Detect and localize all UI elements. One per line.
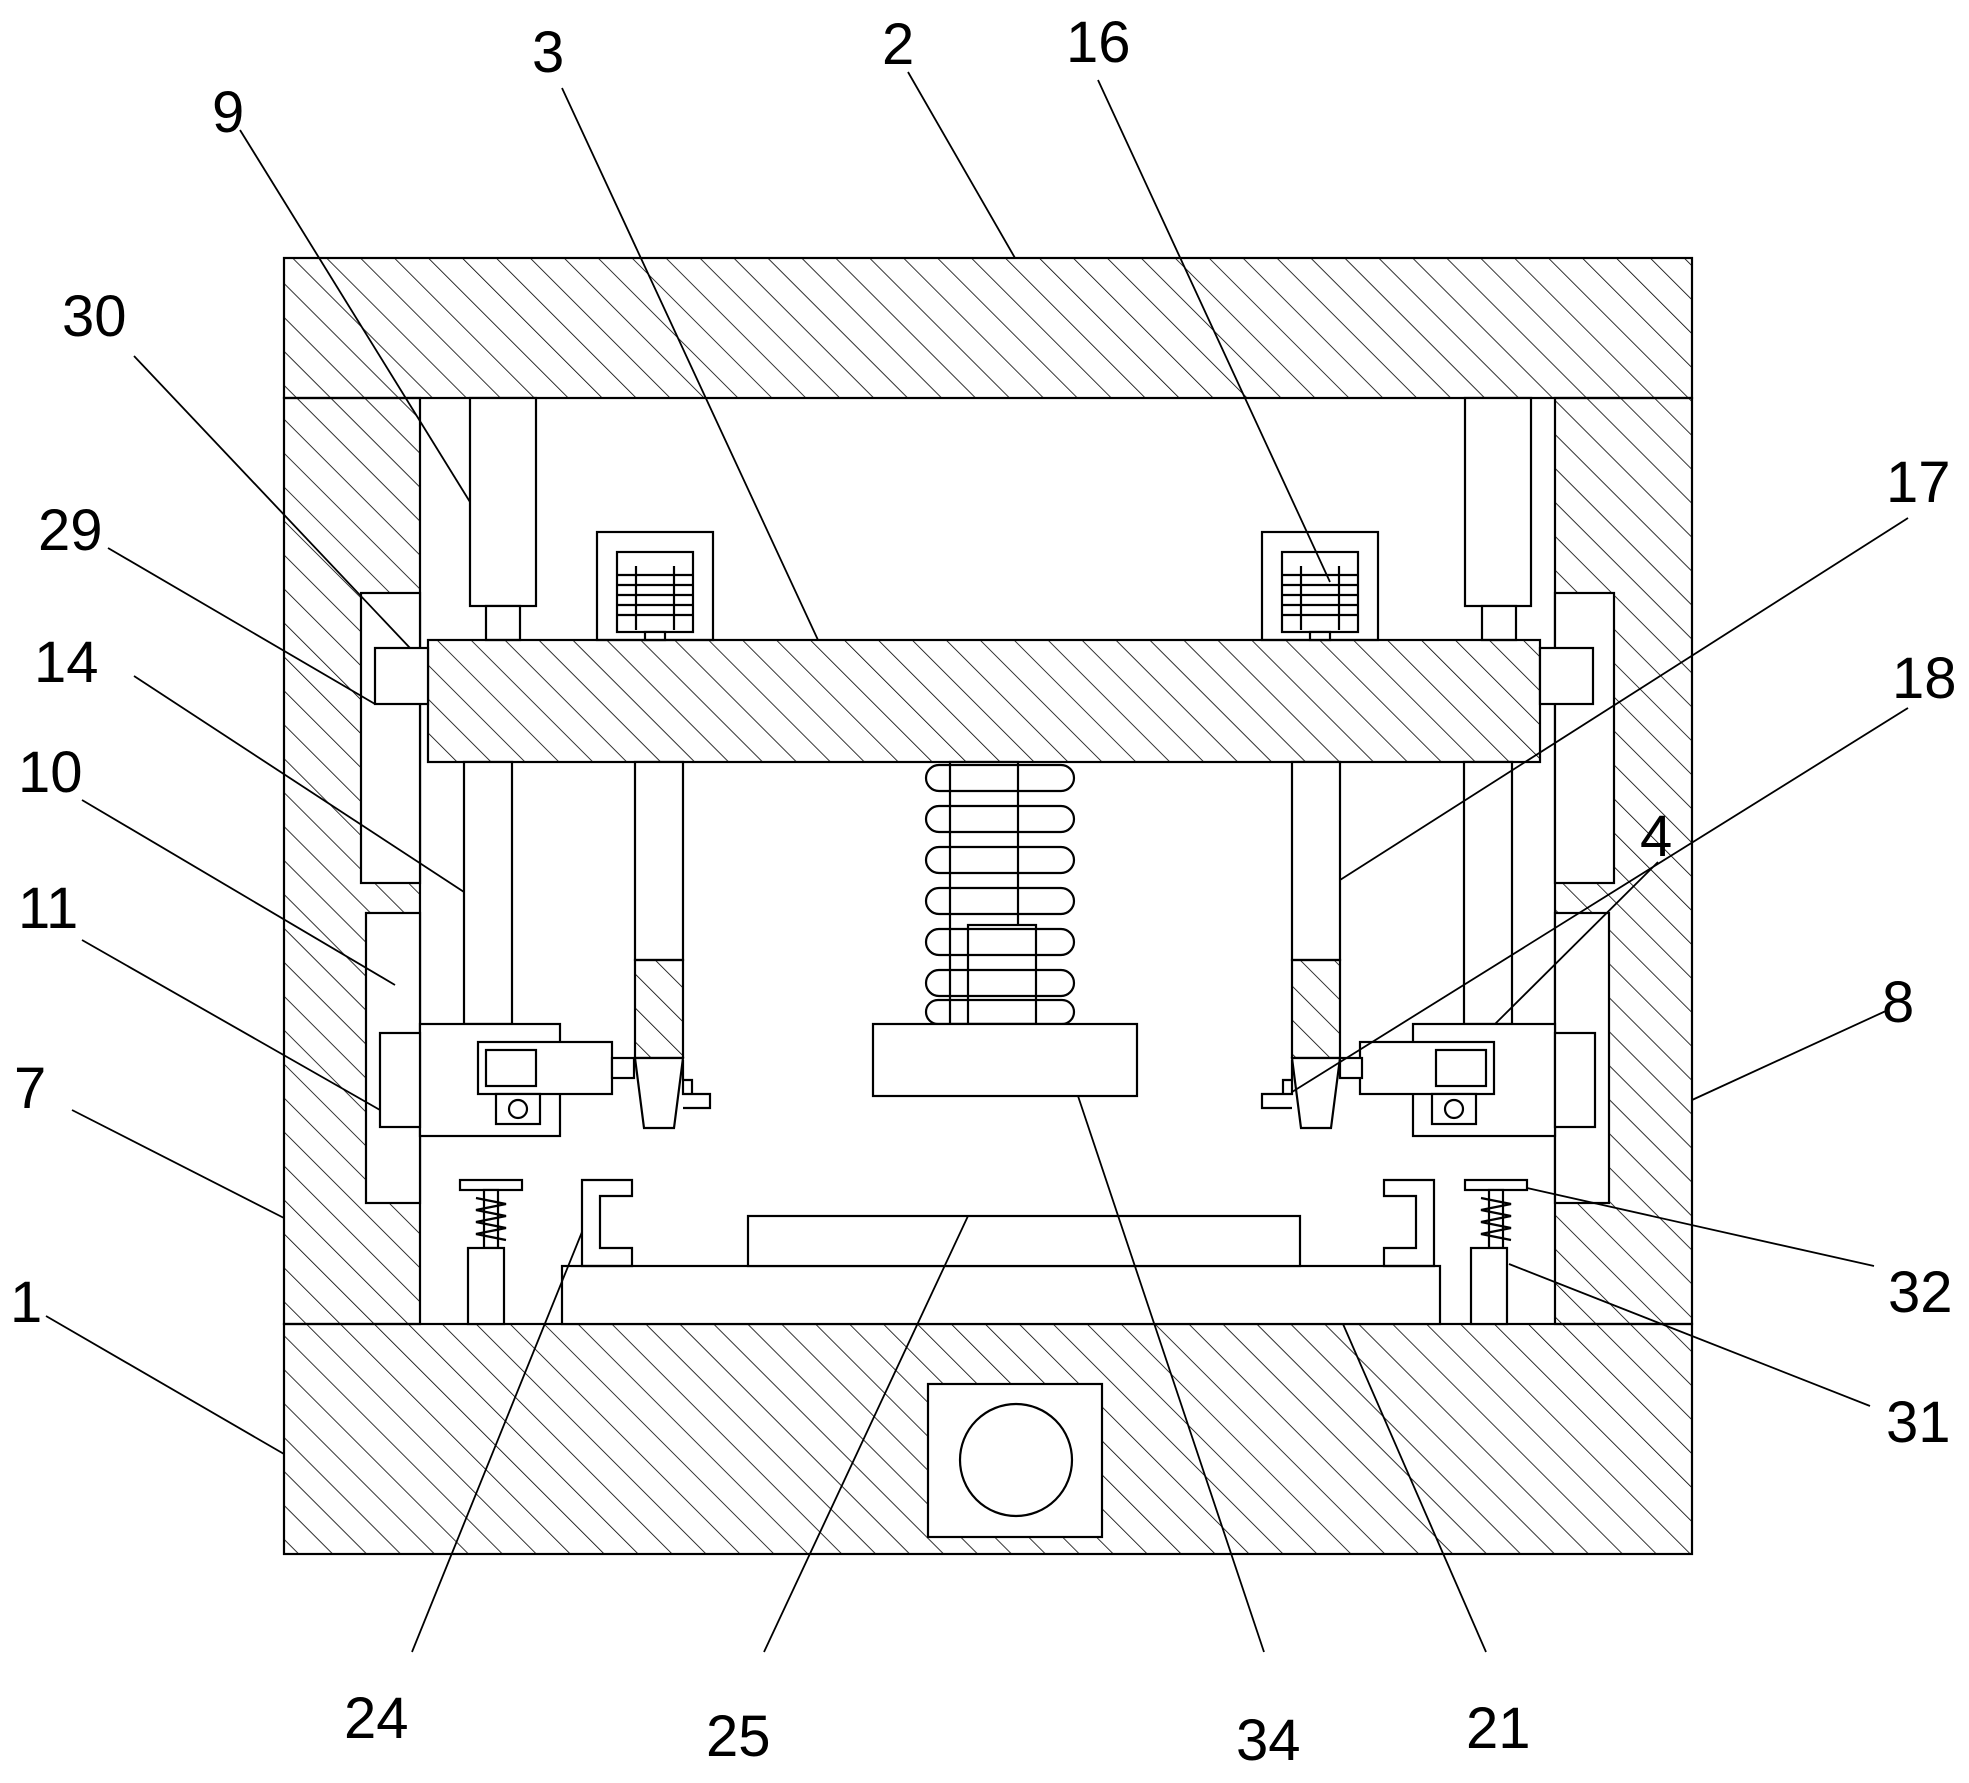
left-clamp-hook	[681, 1060, 712, 1110]
right-slot-upper	[1553, 591, 1616, 885]
label-10: 10	[18, 740, 83, 805]
label-3: 3	[532, 20, 564, 85]
right-cylinder-body	[1463, 396, 1533, 608]
right-pin-guide	[1469, 1246, 1509, 1326]
right-motor-shaft	[1308, 630, 1332, 642]
left-stop-bracket	[580, 1178, 634, 1268]
label-29: 29	[38, 498, 103, 563]
label-32: 32	[1888, 1260, 1953, 1325]
label-30: 30	[62, 284, 127, 349]
right-pin-spring	[1480, 1196, 1512, 1242]
left-cylinder-body	[468, 396, 538, 608]
right-clamp-side	[1553, 1031, 1597, 1129]
label-34: 34	[1236, 1708, 1301, 1773]
right-slider-block	[1538, 646, 1595, 706]
lower-mold-plate	[560, 1264, 1442, 1326]
left-punch-tip	[633, 958, 685, 1060]
label-21: 21	[1466, 1696, 1531, 1761]
right-clamp-wheel	[1443, 1098, 1465, 1120]
label-31: 31	[1886, 1390, 1951, 1455]
right-punch-rod	[1290, 760, 1342, 962]
right-clamp-shaft	[1338, 1056, 1364, 1080]
left-guide-rod	[462, 760, 514, 1026]
left-motor-coil	[617, 566, 693, 630]
left-clamp-motor-inner	[484, 1048, 538, 1088]
right-motor-core	[1280, 550, 1360, 634]
left-cylinder-rod	[484, 604, 522, 642]
right-stop-bracket	[1382, 1178, 1436, 1268]
right-pin-head	[1463, 1178, 1529, 1192]
left-clamp-shaft	[610, 1056, 636, 1080]
label-16: 16	[1066, 10, 1131, 75]
right-clamp-hook	[1260, 1060, 1294, 1110]
label-14: 14	[34, 630, 99, 695]
label-24: 24	[344, 1686, 409, 1751]
right-clamp-motor-inner	[1434, 1048, 1488, 1088]
label-1: 1	[10, 1270, 42, 1335]
label-8: 8	[1882, 970, 1914, 1035]
label-17: 17	[1886, 450, 1951, 515]
label-25: 25	[706, 1704, 771, 1769]
leader-lines	[45, 71, 1909, 1653]
pressing-block	[871, 1022, 1139, 1098]
right-punch-point	[1290, 1056, 1342, 1130]
left-pin-spring	[475, 1196, 507, 1242]
label-9: 9	[212, 80, 244, 145]
right-cylinder-rod	[1480, 604, 1518, 642]
top-plate	[282, 256, 1694, 400]
label-18: 18	[1892, 646, 1957, 711]
left-punch-point	[633, 1056, 685, 1130]
right-guide-rod	[1462, 760, 1514, 1026]
right-motor-coil	[1282, 566, 1358, 630]
left-pin-guide	[466, 1246, 506, 1326]
spring-guide-inner	[966, 923, 1038, 1026]
left-motor-core	[615, 550, 695, 634]
label-4: 4	[1640, 804, 1672, 869]
left-punch-rod	[633, 760, 685, 962]
left-motor-shaft	[643, 630, 667, 642]
label-2: 2	[882, 12, 914, 77]
right-punch-tip	[1290, 958, 1342, 1060]
left-pin-head	[458, 1178, 524, 1192]
upper-mold-plate	[426, 638, 1542, 764]
label-7: 7	[14, 1056, 46, 1121]
left-slider-block	[373, 646, 430, 706]
left-clamp-side	[378, 1031, 422, 1129]
compression-spring	[924, 763, 1076, 1026]
label-11: 11	[18, 876, 78, 941]
left-clamp-wheel	[507, 1098, 529, 1120]
left-slot-upper	[359, 591, 422, 885]
lower-mold-cavity	[746, 1214, 1302, 1268]
base-port-circle	[958, 1402, 1074, 1518]
